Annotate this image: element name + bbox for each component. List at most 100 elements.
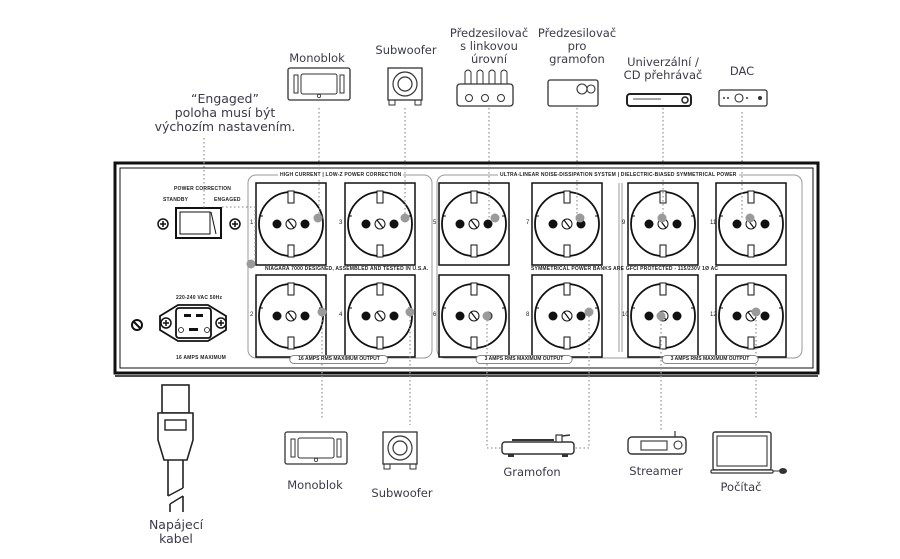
schuko-outlet xyxy=(438,274,510,358)
outlet-number: 11 xyxy=(710,220,717,226)
outlet-pin-hole xyxy=(389,219,399,229)
vacuum-tube xyxy=(500,69,508,84)
outlet-pin-hole xyxy=(455,311,465,321)
preamp-knob xyxy=(497,94,505,102)
label-phono-preamp-1: Předzesilovač xyxy=(537,26,617,40)
outlet-number: 7 xyxy=(526,220,530,226)
outlet-pin-hole xyxy=(732,311,742,321)
label-monoblok-top: Monoblok xyxy=(289,51,345,65)
streamer-knob xyxy=(673,440,683,450)
outlet-number: 9 xyxy=(622,220,626,226)
sub-foot xyxy=(383,463,391,470)
schuko-outlet xyxy=(344,182,416,266)
subwoofer-icon xyxy=(387,67,423,106)
bank3-rating: 3 AMPS RMS MAXIMUM OUTPUT xyxy=(661,355,759,364)
engaged-note-line3: výchozím nastavením. xyxy=(154,119,296,134)
sub-cone-inner xyxy=(392,440,408,456)
label-line-preamp-1: Předzesilovač xyxy=(449,26,529,40)
label-power-cable-1: Napájecí xyxy=(148,517,204,532)
outlet-screw-slot xyxy=(747,311,755,321)
outlet-ground-clip xyxy=(470,282,478,296)
outlet-ground-clip xyxy=(747,282,755,296)
schuko-outlet xyxy=(715,274,787,358)
inlet-rating: 220-240 VAC 50Hz xyxy=(176,295,223,301)
outlet-pin-hole xyxy=(389,311,399,321)
connection-dot xyxy=(657,213,667,223)
screw-icon xyxy=(215,317,227,329)
phono-preamp-icon xyxy=(547,79,599,107)
outlet-pin-hole xyxy=(760,311,770,321)
amp-body xyxy=(287,67,351,101)
label-cd-player-2: CD přehrávač xyxy=(623,68,703,82)
dac-led xyxy=(746,97,748,99)
outlet-ground-clip xyxy=(376,190,384,204)
outlet-ground-clip xyxy=(287,190,295,204)
bank1-rating: 16 AMPS RMS MAXIMUM OUTPUT xyxy=(289,355,389,364)
outlet-pin-hole xyxy=(672,311,682,321)
engaged-note-line2: poloha musí být xyxy=(174,105,276,120)
vacuum-tube xyxy=(488,69,496,84)
outlet-pin-hole xyxy=(483,219,493,229)
streamer-icon xyxy=(627,431,687,455)
outlet-number: 3 xyxy=(339,220,343,226)
bank23-title: ULTRA-LINEAR NOISE-DISSIPATION SYSTEM | … xyxy=(498,172,739,178)
sub-foot xyxy=(409,463,417,470)
screw-icon xyxy=(229,218,241,230)
plug-cable-break xyxy=(169,495,184,505)
sub-cone xyxy=(392,71,418,97)
plug-body xyxy=(157,412,194,461)
label-computer: Počítač xyxy=(720,480,762,494)
outlet-ground-clip xyxy=(659,336,667,350)
outlet-screw-slot xyxy=(470,219,478,229)
label-cd-player-1: Univerzální / xyxy=(627,55,699,69)
amplifier-icon xyxy=(287,67,351,101)
amp-led xyxy=(313,457,318,462)
cd-body xyxy=(626,93,692,107)
outlet-ground-clip xyxy=(287,244,295,258)
outlet-ground-clip xyxy=(287,282,295,296)
outlet-ground-clip xyxy=(563,244,571,258)
dac-led xyxy=(727,97,729,99)
outlet-pin-hole xyxy=(760,219,770,229)
sub-cone-inner xyxy=(397,76,413,92)
outlet-number: 1 xyxy=(250,220,254,226)
laptop-lid xyxy=(712,431,772,471)
switch-rocker-edge xyxy=(210,211,217,235)
iec-inlet-icon xyxy=(159,304,227,342)
ground-screw-slot xyxy=(133,321,141,329)
outlet-pin-hole xyxy=(300,311,310,321)
inlet-hole xyxy=(178,327,184,333)
switch-rocker xyxy=(179,211,211,235)
outlet-ground-clip xyxy=(376,282,384,296)
outlet-pin-hole xyxy=(576,311,586,321)
screw-icon xyxy=(160,317,172,329)
sub-cabinet xyxy=(382,431,418,465)
phono-body xyxy=(547,79,599,107)
outlet-screw-slot xyxy=(470,311,478,321)
laptop-icon xyxy=(710,431,787,474)
outlet-number: 8 xyxy=(526,312,530,318)
plug-head xyxy=(161,384,190,414)
label-dac: DAC xyxy=(729,64,755,78)
label-turntable: Gramofon xyxy=(503,465,561,479)
bank23-subtitle: SYMMETRICAL POWER BANKS ARE GFCI PROTECT… xyxy=(531,266,719,272)
outlet-ground-clip xyxy=(659,282,667,296)
connection-dot xyxy=(490,213,500,223)
streamer-body xyxy=(627,436,687,455)
outlet-ground-clip xyxy=(287,336,295,350)
inlet-pin xyxy=(189,328,198,331)
schuko-outlet xyxy=(438,182,510,266)
amp-led xyxy=(316,94,321,99)
engaged-label: ENGAGED xyxy=(214,197,241,203)
amp-handle xyxy=(339,74,345,94)
sub-cone xyxy=(387,435,413,461)
inlet-pin xyxy=(196,314,203,317)
outlet-ground-clip xyxy=(563,282,571,296)
streamer-display xyxy=(640,440,668,451)
label-monoblok-bottom: Monoblok xyxy=(287,478,343,492)
sub-cabinet xyxy=(387,67,423,101)
inlet-hole xyxy=(204,327,210,333)
outlet-screw-slot xyxy=(287,311,295,321)
amplifier-icon xyxy=(284,431,348,465)
